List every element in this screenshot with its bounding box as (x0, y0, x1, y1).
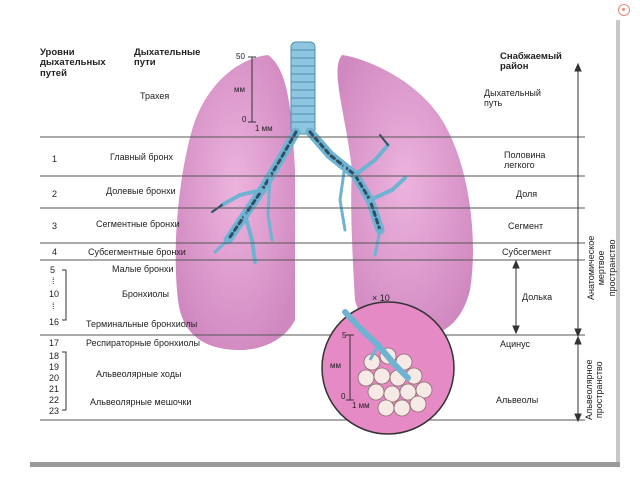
name-bronchioles: Бронхиолы (122, 289, 169, 299)
num-23: 23 (49, 406, 60, 416)
row-region-3: Сегмент (508, 221, 544, 231)
inset-unit: мм (330, 361, 341, 370)
lobule-arrow (512, 259, 520, 335)
num-22: 22 (49, 395, 60, 405)
row-name-4: Субсегментные бронхи (88, 247, 186, 257)
inset-bar: 1 мм (352, 401, 370, 410)
region-alveoli: Альвеолы (496, 395, 539, 405)
num-10: 10 (49, 289, 60, 299)
trachea-rings (290, 41, 316, 135)
scale-top-0: 0 (242, 115, 247, 124)
row-region-2: Доля (516, 189, 538, 199)
num-20: 20 (49, 373, 60, 383)
inset-zoom: × 10 (372, 293, 390, 303)
num-21: 21 (49, 384, 60, 394)
header-airways: Дыхательные пути (134, 47, 201, 69)
scale-top-50: 50 (236, 52, 245, 61)
slide-shadow-bar (30, 462, 620, 467)
region-acinus: Ацинус (500, 339, 531, 349)
num-17: 17 (49, 338, 60, 348)
scale-top-bar: 1 мм (255, 124, 273, 133)
name-terminal: Терминальные бронхиолы (86, 319, 198, 329)
row-name-3: Сегментные бронхи (96, 219, 180, 229)
dead-space-arrow (574, 62, 582, 338)
corner-ornament-icon (618, 4, 630, 16)
name-alv-sacs: Альвеолярные мешочки (90, 397, 192, 407)
dead-space-label: Анатомическое мертвое пространство (586, 235, 617, 300)
region-airway: Дыхательный путь (484, 88, 541, 109)
row-region-4: Субсегмент (502, 247, 552, 257)
alveolar-space-label: Альвеолярное пространство (584, 359, 605, 420)
header-levels: Уровни дыхательных путей (40, 47, 106, 79)
scale-bar-top (248, 56, 256, 123)
num-dots-1: ⁞ (52, 276, 55, 286)
scale-bar-inset (346, 334, 354, 401)
level-lines (40, 136, 585, 421)
slide-edge (616, 20, 620, 467)
trachea-label: Трахея (140, 91, 170, 101)
inset-0: 0 (341, 392, 346, 401)
row-region-1: Половина легкого (504, 150, 546, 171)
num-18: 18 (49, 351, 60, 361)
region-lobule: Долька (522, 292, 553, 302)
scale-top-unit: мм (234, 85, 245, 94)
row-num-3: 3 (52, 221, 58, 231)
num-19: 19 (49, 362, 60, 372)
row-num-1: 1 (52, 154, 58, 164)
name-small-bronchi: Малые бронхи (112, 264, 174, 274)
row-name-2: Долевые бронхи (106, 186, 176, 196)
num-5: 5 (50, 265, 56, 275)
left-lung (175, 55, 295, 350)
header-region: Снабжаемый район (500, 51, 562, 73)
name-respiratory: Респираторные бронхиолы (86, 338, 200, 348)
right-lung (337, 55, 473, 339)
row-num-2: 2 (52, 189, 58, 199)
alveolar-space-arrow (574, 335, 582, 423)
num-dots-2: ⁞ (52, 301, 55, 311)
row-name-1: Главный бронх (110, 152, 174, 162)
name-alv-ducts: Альвеолярные ходы (96, 369, 182, 379)
bracket-5-16 (62, 269, 67, 321)
bronchial-tree (211, 127, 407, 264)
row-num-4: 4 (52, 247, 58, 257)
num-16: 16 (49, 317, 60, 327)
bracket-17-23 (62, 351, 67, 411)
inset-5: 5 (342, 331, 347, 340)
